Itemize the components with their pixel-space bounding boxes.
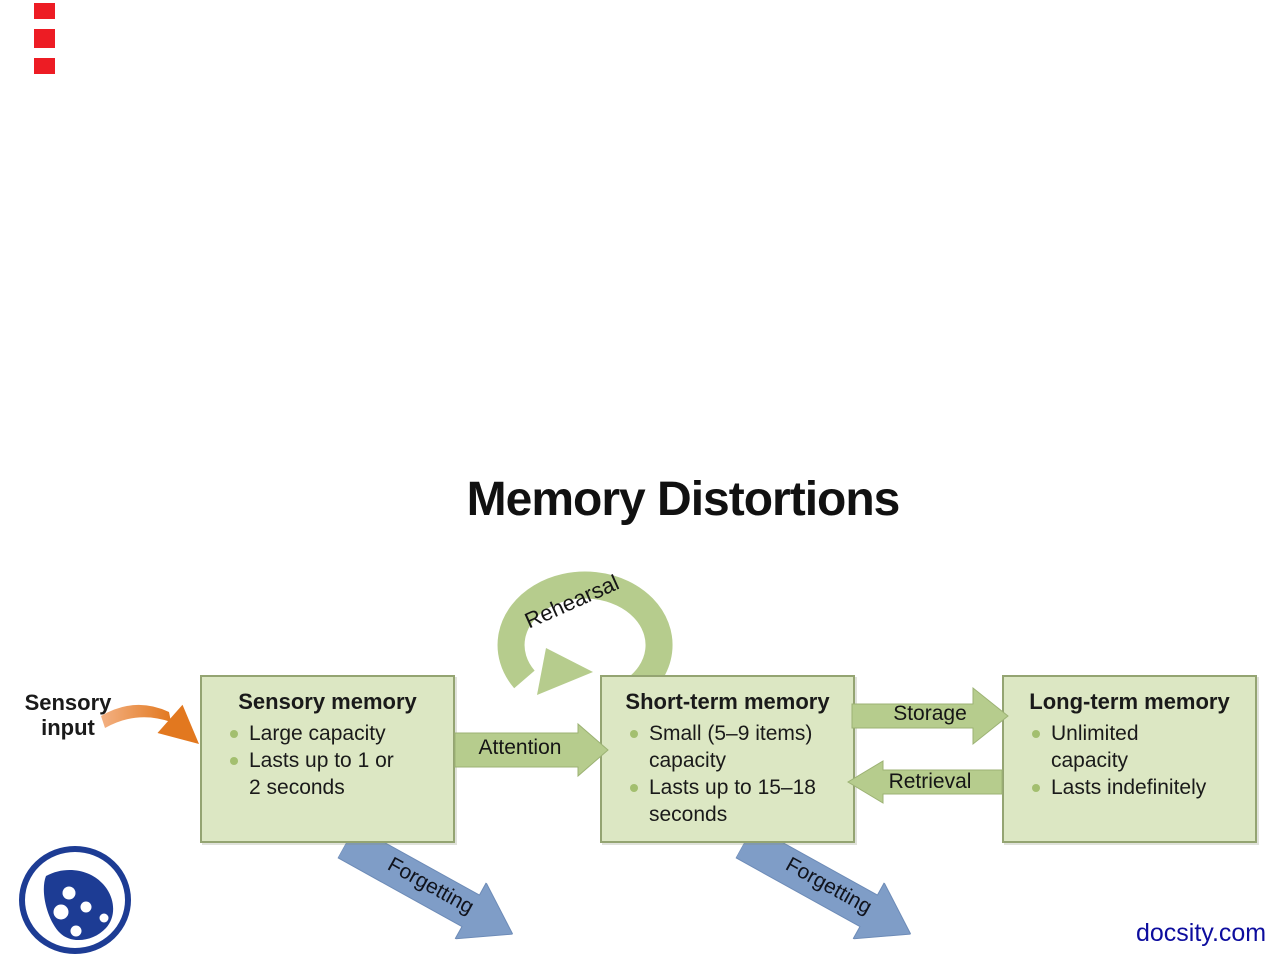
bullet-item: Lasts up to 15–18 seconds (630, 774, 847, 828)
memory-box-short-term: Short-term memory Small (5–9 items) capa… (600, 675, 855, 843)
attention-arrow (454, 722, 609, 778)
forgetting-arrow-icon (735, 825, 912, 940)
red-edge-mark (34, 29, 55, 48)
bullet-item: Unlimited capacity (1032, 720, 1249, 774)
bullet-dot-icon (230, 757, 238, 765)
bullet-text: Unlimited capacity (1051, 722, 1139, 772)
forgetting-arrow-sensory: Forgetting (331, 814, 528, 960)
bullet-text: Lasts up to 15–18 seconds (649, 776, 816, 826)
box-title: Sensory memory (238, 689, 417, 714)
retrieval-label: Retrieval (888, 770, 972, 793)
sensory-input-label: Sensory input (24, 690, 112, 740)
attention-label: Attention (478, 736, 562, 759)
bullet-item: Lasts indefinitely (1032, 774, 1249, 801)
red-edge-mark (34, 3, 55, 19)
box-title: Short-term memory (625, 689, 830, 714)
forgetting-arrow-icon (337, 825, 514, 940)
page-title: Memory Distortions (466, 473, 901, 526)
docsity-logo[interactable] (18, 846, 134, 956)
memory-box-long-term: Long-term memory Unlimited capacity Last… (1002, 675, 1257, 843)
bullet-text: Lasts indefinitely (1051, 776, 1207, 799)
memory-box-sensory: Sensory memory Large capacity Lasts up t… (200, 675, 455, 843)
bullet-item: Large capacity (230, 720, 447, 747)
storage-arrow (851, 686, 1009, 746)
rehearsal-arrowhead-icon (537, 648, 593, 695)
storage-label: Storage (893, 702, 967, 725)
box-title: Long-term memory (1029, 689, 1230, 714)
palette-icon (43, 869, 114, 941)
bullet-text: Lasts up to 1 or 2 seconds (249, 749, 394, 799)
bullet-item: Small (5–9 items) capacity (630, 720, 847, 774)
bullet-item: Lasts up to 1 or 2 seconds (230, 747, 447, 801)
bullet-dot-icon (1032, 730, 1040, 738)
rehearsal-loop-arrow (497, 571, 673, 703)
bullet-dot-icon (630, 784, 638, 792)
bullet-dot-icon (1032, 784, 1040, 792)
retrieval-arrow (847, 760, 1003, 804)
bullet-dot-icon (630, 730, 638, 738)
sensory-input-arrow (101, 704, 199, 744)
forgetting-arrow-short-term: Forgetting (729, 814, 926, 960)
red-edge-mark (34, 58, 55, 74)
watermark-link[interactable]: docsity.com (1136, 919, 1267, 947)
bullet-dot-icon (230, 730, 238, 738)
bullet-text: Small (5–9 items) capacity (649, 722, 813, 772)
bullet-text: Large capacity (249, 722, 386, 745)
